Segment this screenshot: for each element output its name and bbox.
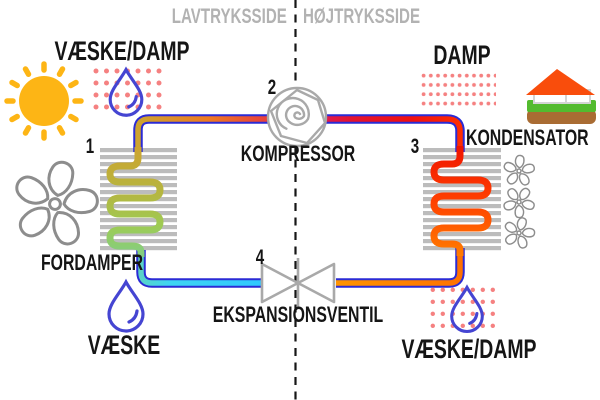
step-number-condenser: 3: [410, 135, 420, 158]
step-number-compressor: 2: [267, 76, 277, 99]
state-label-vapor: DAMP: [433, 40, 491, 70]
fan-icon-small-3: [497, 211, 541, 255]
compressor-icon: [266, 86, 328, 148]
step-number-evaporator: 1: [85, 135, 95, 158]
state-label-liquid-vapor-bottom: VÆSKE/DAMP: [401, 334, 537, 364]
vapor-dots-bottom-right: [430, 287, 500, 332]
sun-icon: [4, 61, 84, 141]
pipe-condenser-to-valve: [336, 248, 465, 288]
house-icon: [526, 69, 596, 124]
expansion-valve-label: EKSPANSIONSVENTIL: [212, 302, 384, 327]
side-label-low-pressure: LAVTRYKSSIDE: [171, 5, 287, 28]
fan-icon: [0, 148, 111, 260]
condenser-coil: [430, 146, 492, 256]
droplet-icon-bottom-left: [107, 280, 145, 333]
condenser-label: KONDENSATOR: [466, 125, 589, 150]
vapor-dots-top-right: [421, 73, 496, 109]
evaporator-coil: [106, 147, 164, 257]
step-number-valve: 4: [255, 246, 265, 269]
fan-icon-small-1: [499, 152, 538, 190]
state-label-liquid: VÆSKE: [87, 330, 161, 360]
compressor-label: KOMPRESSOR: [240, 141, 356, 166]
state-label-liquid-vapor-top: VÆSKE/DAMP: [54, 36, 190, 66]
side-label-high-pressure: HØJTRYKSSIDE: [303, 5, 421, 28]
expansion-valve-icon: [260, 258, 336, 308]
fan-icon-small-2: [495, 178, 542, 225]
evaporator-label: FORDAMPER: [40, 250, 144, 275]
pipe-valve-to-evaporator: [136, 250, 264, 288]
